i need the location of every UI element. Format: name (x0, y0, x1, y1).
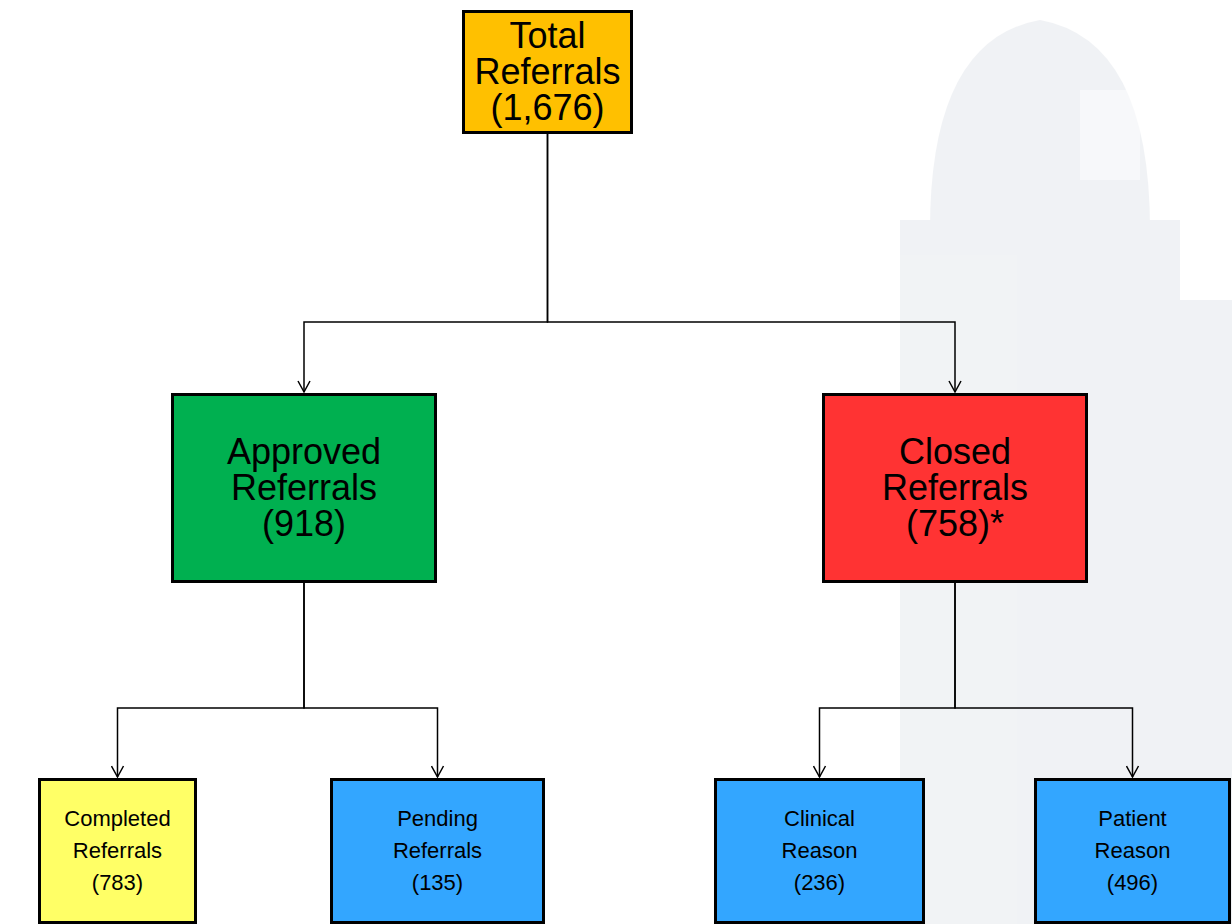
tree-connector (820, 583, 956, 777)
box-label: Pending Referrals (135) (393, 803, 482, 899)
referral-box: Pending Referrals (135) (330, 778, 545, 924)
referral-box: Approved Referrals (918) (171, 393, 437, 583)
box-label: Clinical Reason (236) (782, 803, 858, 899)
box-label: Patient Reason (496) (1095, 803, 1171, 899)
referral-box: Patient Reason (496) (1034, 778, 1231, 924)
box-label: Completed Referrals (783) (64, 803, 170, 899)
tree-connector (955, 583, 1133, 777)
tree-connector (304, 583, 438, 777)
tree-connector (118, 583, 305, 777)
referral-box: Total Referrals (1,676) (462, 10, 633, 134)
tree-connector (548, 134, 956, 392)
tree-connector (304, 134, 548, 392)
referral-box: Completed Referrals (783) (38, 778, 197, 924)
box-label: Approved Referrals (918) (227, 434, 381, 542)
referral-box: Closed Referrals (758)* (822, 393, 1088, 583)
box-label: Closed Referrals (758)* (882, 434, 1028, 542)
box-label: Total Referrals (1,676) (474, 18, 620, 126)
referral-box: Clinical Reason (236) (714, 778, 925, 924)
